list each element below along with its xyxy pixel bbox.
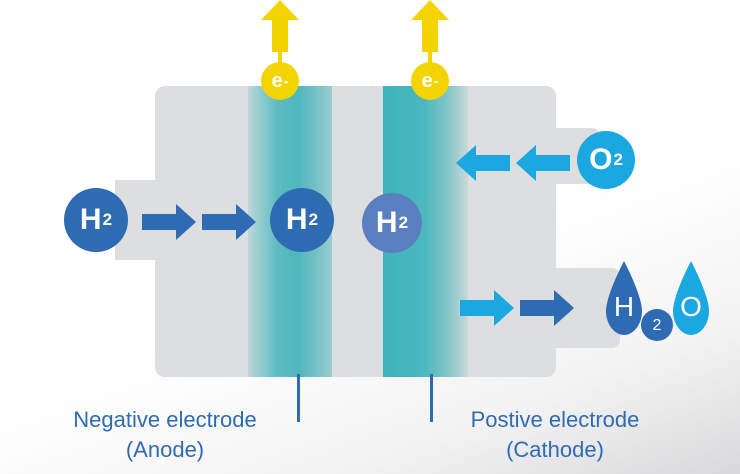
water-o-letter: O (680, 291, 702, 322)
right-arrow-icon (460, 290, 514, 326)
electron-left: e- (261, 62, 299, 100)
water-molecule-drops (606, 261, 709, 341)
hydrogen-flow-arrows (142, 204, 256, 240)
hydrogen-subscript: 2 (308, 210, 319, 229)
water-h-letter: H (613, 291, 635, 322)
electron-symbol: e (271, 69, 283, 92)
hydrogen-symbol: H (375, 206, 398, 239)
electron-right: e- (411, 62, 449, 100)
right-arrow-icon (142, 204, 196, 240)
water-drop-icon (641, 309, 673, 341)
cathode-label-line1: Postive electrode (470, 407, 640, 432)
hydrogen-symbol: H (79, 203, 102, 236)
anode-label-line2: (Anode) (125, 437, 205, 462)
cathode-label: Postive electrode (Cathode) (430, 405, 680, 465)
right-arrow-icon (520, 290, 574, 326)
anode-label: Negative electrode (Anode) (30, 405, 300, 465)
hydrogen-subscript: 2 (102, 210, 113, 229)
water-drop-icon (606, 261, 642, 335)
water-flow-arrows (460, 290, 574, 326)
oxygen-symbol: O (589, 143, 613, 176)
water-drop-icon (673, 261, 709, 335)
electron-charge: - (283, 73, 289, 89)
oxygen-flow-arrows (456, 145, 570, 181)
electron-charge: - (433, 73, 439, 89)
hydrogen-subscript: 2 (398, 213, 409, 232)
fuel-cell-body (155, 86, 556, 377)
hydrogen-symbol: H (285, 203, 308, 236)
water-subscript: 2 (652, 317, 662, 334)
cathode-label-line (430, 374, 433, 422)
oxygen-subscript: 2 (613, 150, 623, 169)
left-arrow-icon (456, 145, 510, 181)
anode-label-line1: Negative electrode (73, 407, 257, 432)
right-arrow-icon (202, 204, 256, 240)
cathode-label-line2: (Cathode) (506, 437, 604, 462)
electron-symbol: e (421, 69, 433, 92)
left-arrow-icon (516, 145, 570, 181)
anode-label-line (297, 374, 300, 422)
